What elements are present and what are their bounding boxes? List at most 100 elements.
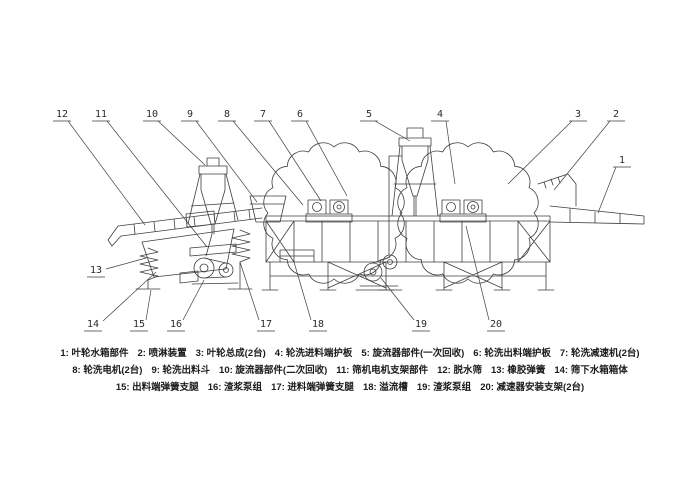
callout-3: 3	[507, 109, 587, 185]
legend-item-13: 13: 橡胶弹簧	[490, 365, 546, 376]
callout-20-number: 20	[490, 319, 502, 330]
motor-body	[193, 257, 215, 279]
secondary-cyclone-lines	[187, 157, 239, 257]
machine-drawing: 1 2 3 4 5 6 7 8 9 10 11 12 13 14 15 16 1…	[53, 109, 645, 332]
callout-17-leader	[239, 261, 260, 321]
callout-19: 19	[380, 277, 430, 332]
callout-19-leader	[380, 277, 415, 321]
callout-8-leader	[232, 120, 304, 206]
legend-row-1: 1: 叶轮水箱部件 2: 喷淋装置 3: 叶轮总成(2台) 4: 轮洗进料端护板…	[60, 345, 639, 359]
reducer-left	[312, 202, 322, 212]
spring-right	[231, 229, 251, 263]
chute-right-lines	[549, 205, 645, 225]
dewatering-screen	[107, 207, 263, 247]
callout-11-number: 11	[95, 109, 107, 120]
motor-right	[467, 201, 479, 213]
callout-1: 1	[597, 155, 631, 214]
callout-2: 2	[553, 109, 625, 191]
legend-item-6: 6: 轮洗出料端护板	[473, 348, 551, 359]
legend-item-17: 17: 进料端弹簧支腿	[271, 382, 354, 393]
overflow-trough-lines	[279, 249, 315, 263]
callout-9-number: 9	[187, 109, 193, 120]
callout-11-leader	[106, 120, 208, 248]
callout-7-leader	[268, 120, 322, 202]
legend-item-10: 10: 旋流器部件(二次回收)	[219, 365, 328, 376]
callout-12: 12	[53, 109, 146, 226]
tank-walls	[265, 215, 551, 277]
legend-item-11: 11: 筛机电机支架部件	[336, 365, 429, 376]
callout-17-number: 17	[260, 319, 272, 330]
parts-legend: 1: 叶轮水箱部件 2: 喷淋装置 3: 叶轮总成(2台) 4: 轮洗进料端护板…	[0, 345, 700, 393]
callout-1-leader	[597, 166, 617, 214]
legend-row-3: 15: 出料端弹簧支腿 16: 渣浆泵组 17: 进料端弹簧支腿 18: 溢流槽…	[116, 379, 584, 393]
drive-right-frames	[439, 199, 487, 223]
spring-left	[139, 247, 159, 281]
callout-16: 16	[167, 279, 205, 332]
callout-20-leader	[465, 225, 490, 321]
callout-12-number: 12	[56, 109, 68, 120]
spray-pipe-lines	[537, 173, 577, 207]
legend-item-1: 1: 叶轮水箱部件	[60, 348, 129, 359]
screen-springs	[135, 229, 253, 290]
callout-5-number: 5	[366, 109, 372, 120]
callout-10-number: 10	[146, 109, 158, 120]
motor-left-shaft	[336, 204, 342, 210]
callout-16-number: 16	[170, 319, 182, 330]
callout-2-number: 2	[613, 109, 619, 120]
pump-middle-frame	[355, 155, 403, 291]
pump-middle-volute	[382, 254, 398, 270]
callout-1-number: 1	[619, 155, 625, 166]
callout-15: 15	[130, 289, 152, 332]
callout-12-leader	[67, 120, 146, 226]
callout-5-leader	[374, 120, 411, 142]
callout-14-leader	[102, 271, 157, 322]
motor-bracket	[189, 243, 239, 285]
callout-16-leader	[182, 279, 205, 321]
callout-14: 14	[84, 271, 157, 332]
wheel-right-scallop-outline	[397, 142, 539, 284]
callout-7: 7	[254, 109, 322, 202]
callout-20: 20	[465, 225, 505, 332]
discharge-chute-right	[549, 205, 645, 225]
callout-13: 13	[87, 257, 147, 278]
legend-item-7: 7: 轮洗减速机(2台)	[559, 348, 640, 359]
screen-motor-pump-unit	[189, 243, 239, 285]
screen-water-tank	[141, 228, 235, 284]
spring-left-leg	[135, 279, 161, 290]
wheel-left-scallop-outline	[263, 142, 405, 284]
callout-10: 10	[143, 109, 206, 166]
legend-item-15: 15: 出料端弹簧支腿	[115, 382, 199, 393]
drive-left-frames	[305, 199, 353, 223]
pump-body	[218, 262, 234, 278]
pump-middle-motor-shaft	[369, 268, 377, 276]
callout-6: 6	[291, 109, 348, 197]
callout-18-number: 18	[312, 319, 324, 330]
callouts: 1 2 3 4 5 6 7 8 9 10 11 12 13 14 15 16 1…	[53, 109, 631, 332]
primary-cyclone-lines	[391, 127, 439, 217]
legend-item-8: 8: 轮洗电机(2台)	[72, 365, 143, 376]
reducer-right	[446, 202, 456, 212]
pump-middle-motor	[363, 262, 383, 282]
spring-right-leg	[227, 261, 253, 290]
legend-item-3: 3: 叶轮总成(2台)	[195, 348, 266, 359]
screen-tank-body	[141, 228, 235, 284]
bucket-wheel-right	[397, 142, 539, 284]
legend-item-14: 14: 筛下水箱箱体	[554, 365, 628, 376]
legend-item-12: 12: 脱水筛	[437, 365, 482, 376]
callout-4-leader	[445, 120, 456, 185]
callout-6-number: 6	[297, 109, 303, 120]
callout-4: 4	[431, 109, 456, 185]
legend-item-4: 4: 轮洗进料端护板	[274, 348, 353, 359]
callout-6-leader	[305, 120, 348, 197]
spray-pipe	[537, 173, 577, 207]
callout-13-leader	[105, 257, 147, 270]
callout-3-leader	[507, 120, 573, 185]
legend-item-2: 2: 喷淋装置	[137, 348, 187, 359]
pump-shaft	[223, 267, 229, 273]
callout-9-leader	[195, 120, 258, 203]
motor-right-shaft	[470, 204, 476, 210]
secondary-cyclone	[187, 157, 239, 257]
pump-middle-volute-shaft	[387, 259, 393, 265]
motor-left	[333, 201, 345, 213]
